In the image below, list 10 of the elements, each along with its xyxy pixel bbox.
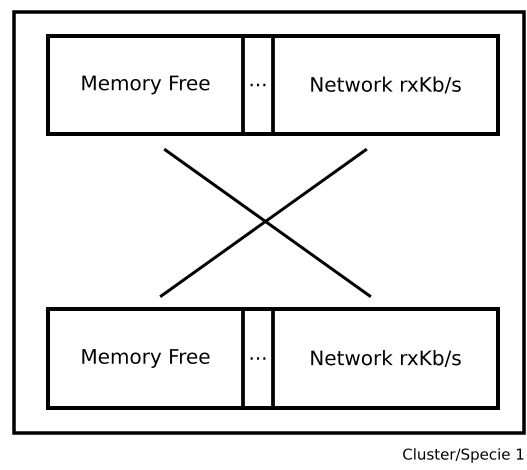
metric-cell: Memory Free: [46, 307, 245, 410]
cluster-frame: [12, 10, 526, 435]
metric-row: [46, 34, 500, 136]
metric-cell: ...: [241, 34, 275, 136]
metric-cell: Memory Free: [46, 34, 245, 136]
metric-cell: Network rxKb/s: [271, 34, 500, 136]
cluster-label: Cluster/Specie 1: [403, 448, 524, 463]
metric-row: [46, 306, 500, 410]
metric-cell: Network rxKb/s: [271, 307, 500, 410]
metric-cell: ...: [241, 307, 275, 410]
